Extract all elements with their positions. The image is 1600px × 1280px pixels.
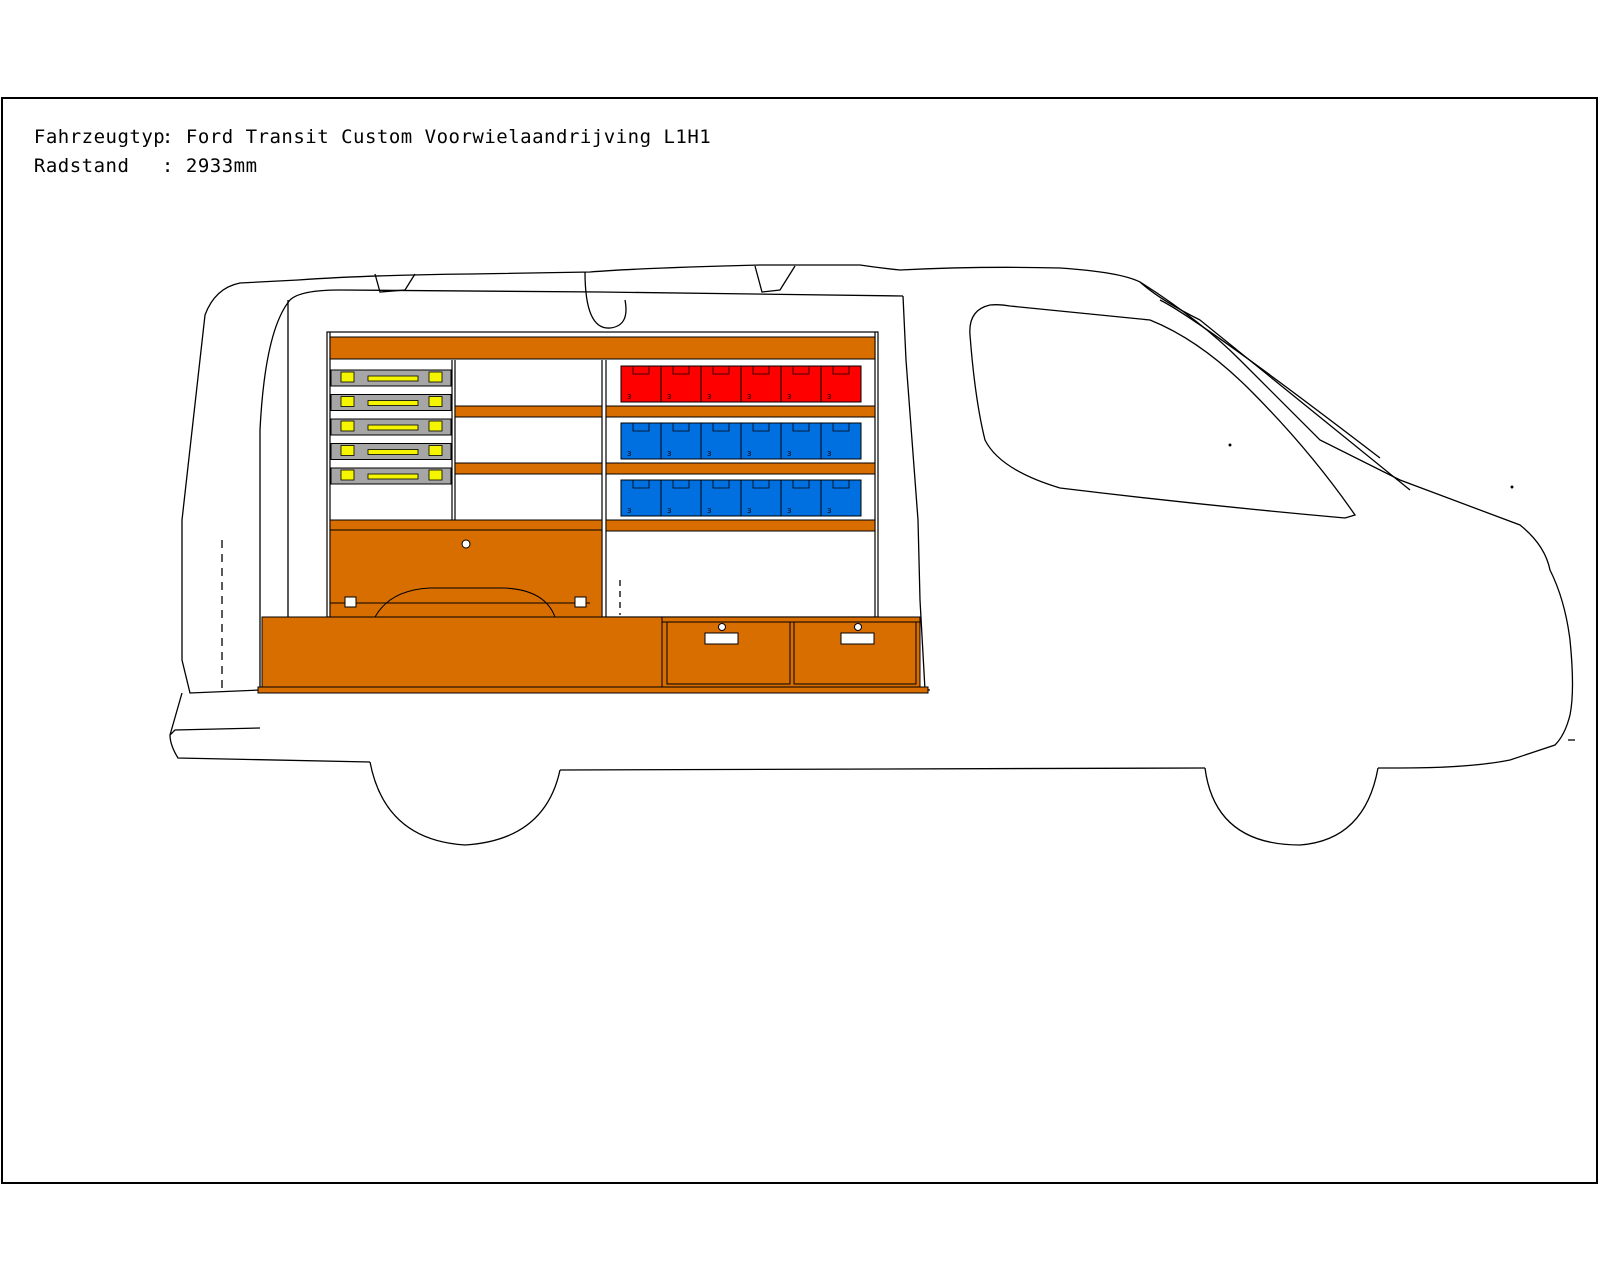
vehicle-type-value: Ford Transit Custom Voorwielaandrijving … (185, 126, 712, 148)
wheelbase-value: 2933mm (185, 155, 258, 177)
drawer-2-handle (840, 632, 875, 645)
drawer-1 (666, 621, 791, 685)
cabinet-knob (461, 539, 471, 549)
vehicle-type-label: Fahrzeugtyp (33, 126, 166, 148)
bin-label: 3 (747, 507, 751, 515)
bin-label: 3 (747, 450, 751, 458)
bin-label: 3 (627, 450, 631, 458)
bin-label: 3 (667, 393, 671, 401)
storage-bin: 3 (740, 479, 782, 517)
bin-label: 3 (667, 450, 671, 458)
bin-label: 3 (827, 507, 831, 515)
right-mid-board-2 (605, 462, 876, 475)
latch-right (574, 596, 587, 608)
tool-case (330, 394, 452, 411)
tool-case (330, 418, 452, 436)
drawer-2 (793, 621, 917, 685)
right-low-board (605, 519, 876, 532)
wheelbase-row: Radstand:2933mm (10, 133, 258, 177)
floor-base-left (261, 616, 663, 688)
left-mid-board-1 (454, 405, 603, 418)
right-mid-board-1 (605, 405, 876, 418)
wheelbase-label: Radstand (33, 155, 130, 177)
storage-bin: 3 (740, 422, 782, 460)
vehicle-type-separator: : (161, 126, 174, 148)
bin-label: 3 (827, 393, 831, 401)
bin-label: 3 (627, 507, 631, 515)
storage-bin: 3 (820, 479, 862, 517)
wheelbase-separator: : (161, 155, 174, 177)
storage-bins: 3 3 3 3 3 3 3 3 3 3 3 3 3 3 3 3 3 3 (620, 365, 862, 517)
storage-bin: 3 (780, 479, 822, 517)
drawer-1-handle (704, 632, 739, 645)
latch-left (344, 596, 357, 608)
storage-bin: 3 (620, 422, 662, 460)
bin-label: 3 (787, 450, 791, 458)
bin-label: 3 (787, 393, 791, 401)
storage-bin: 3 (660, 479, 702, 517)
storage-bin: 3 (820, 422, 862, 460)
tool-case (330, 467, 452, 485)
storage-bin: 3 (700, 365, 742, 403)
left-mid-board-2 (454, 462, 603, 475)
storage-bin: 3 (620, 479, 662, 517)
storage-bin: 3 (660, 422, 702, 460)
van-body-outline (169, 264, 1575, 846)
vehicle-type-row: Fahrzeugtyp: Ford Transit Custom Voorwiel… (10, 104, 711, 148)
storage-bin: 3 (780, 365, 822, 403)
tool-case (330, 369, 452, 387)
storage-bin: 3 (660, 365, 702, 403)
storage-bin: 3 (620, 365, 662, 403)
wheel-arch-details (330, 539, 590, 618)
bin-label: 3 (707, 450, 711, 458)
bin-label: 3 (827, 450, 831, 458)
bin-label: 3 (747, 393, 751, 401)
storage-bin: 3 (740, 365, 782, 403)
top-shelf-board (329, 336, 876, 360)
left-low-board (329, 519, 603, 531)
storage-bin: 3 (820, 365, 862, 403)
bin-label: 3 (667, 507, 671, 515)
bin-label: 3 (787, 507, 791, 515)
drawer-unit (661, 616, 921, 688)
bin-label: 3 (707, 507, 711, 515)
wood-panels (261, 336, 921, 688)
drawers (662, 621, 920, 685)
storage-bin: 3 (700, 422, 742, 460)
bin-label: 3 (627, 393, 631, 401)
bin-label: 3 (707, 393, 711, 401)
tool-case (330, 443, 452, 460)
storage-bin: 3 (700, 479, 742, 517)
tool-cases (330, 369, 452, 485)
floor-plate (257, 686, 929, 694)
storage-bin: 3 (780, 422, 822, 460)
